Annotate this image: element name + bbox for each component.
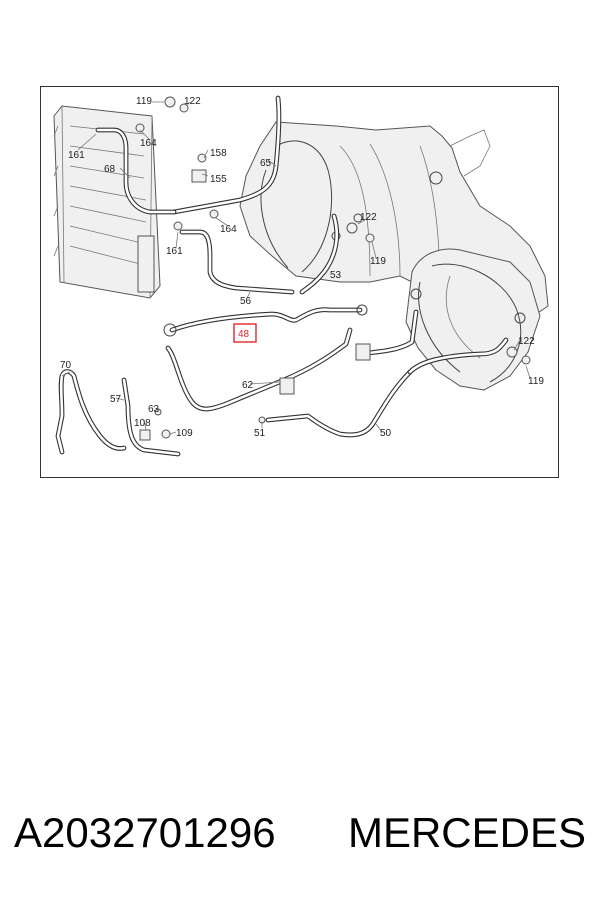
callout-56: 56 (240, 296, 252, 307)
callout-53: 53 (330, 270, 342, 281)
callout-119-right: 119 (528, 376, 544, 387)
callout-161-left: 161 (68, 150, 85, 161)
callout-122-top: 122 (184, 96, 201, 107)
callout-51: 51 (254, 428, 266, 439)
bell-housing-drawing (405, 248, 541, 391)
callout-108: 108 (134, 418, 151, 429)
callout-70: 70 (60, 360, 72, 371)
fasteners-drawing (135, 96, 531, 441)
pipe-56 (179, 229, 295, 295)
callout-63: 63 (148, 404, 160, 415)
highlight-box-48: 48 (233, 323, 257, 343)
pipe-48 (163, 304, 368, 337)
pipe-70 (55, 369, 127, 455)
pipe-68 (95, 127, 177, 215)
callout-50: 50 (380, 428, 392, 439)
callout-122-right: 122 (518, 336, 535, 347)
callout-155: 155 (210, 174, 227, 185)
callout-65: 65 (260, 158, 272, 169)
pipe-62 (165, 309, 419, 412)
callout-164-left: 164 (140, 138, 157, 149)
callout-62: 62 (242, 380, 254, 391)
callout-158: 158 (210, 148, 227, 159)
oil-cooler-drawing (53, 105, 161, 299)
callout-48: 48 (238, 329, 250, 340)
pipe-50 (265, 337, 509, 438)
callout-119-mid: 119 (370, 256, 386, 267)
callout-164-mid: 164 (220, 224, 237, 235)
exploded-view-drawing: 119 122 161 164 68 158 155 65 164 161 12… (40, 86, 559, 478)
part-number: A2032701296 (14, 809, 276, 856)
leader-lines (61, 101, 531, 435)
callout-119-top: 119 (136, 96, 152, 107)
callout-57: 57 (110, 394, 122, 405)
callout-161-mid: 161 (166, 246, 183, 257)
pipe-57 (121, 377, 181, 457)
callout-109: 109 (176, 428, 193, 439)
pipe-53 (299, 213, 340, 295)
part-caption: A2032701296 MERCEDES (0, 798, 600, 868)
brand-name: MERCEDES (347, 809, 586, 856)
callout-68: 68 (104, 164, 116, 175)
callout-122-mid: 122 (360, 212, 377, 223)
parts-diagram: 119 122 161 164 68 158 155 65 164 161 12… (40, 86, 559, 478)
